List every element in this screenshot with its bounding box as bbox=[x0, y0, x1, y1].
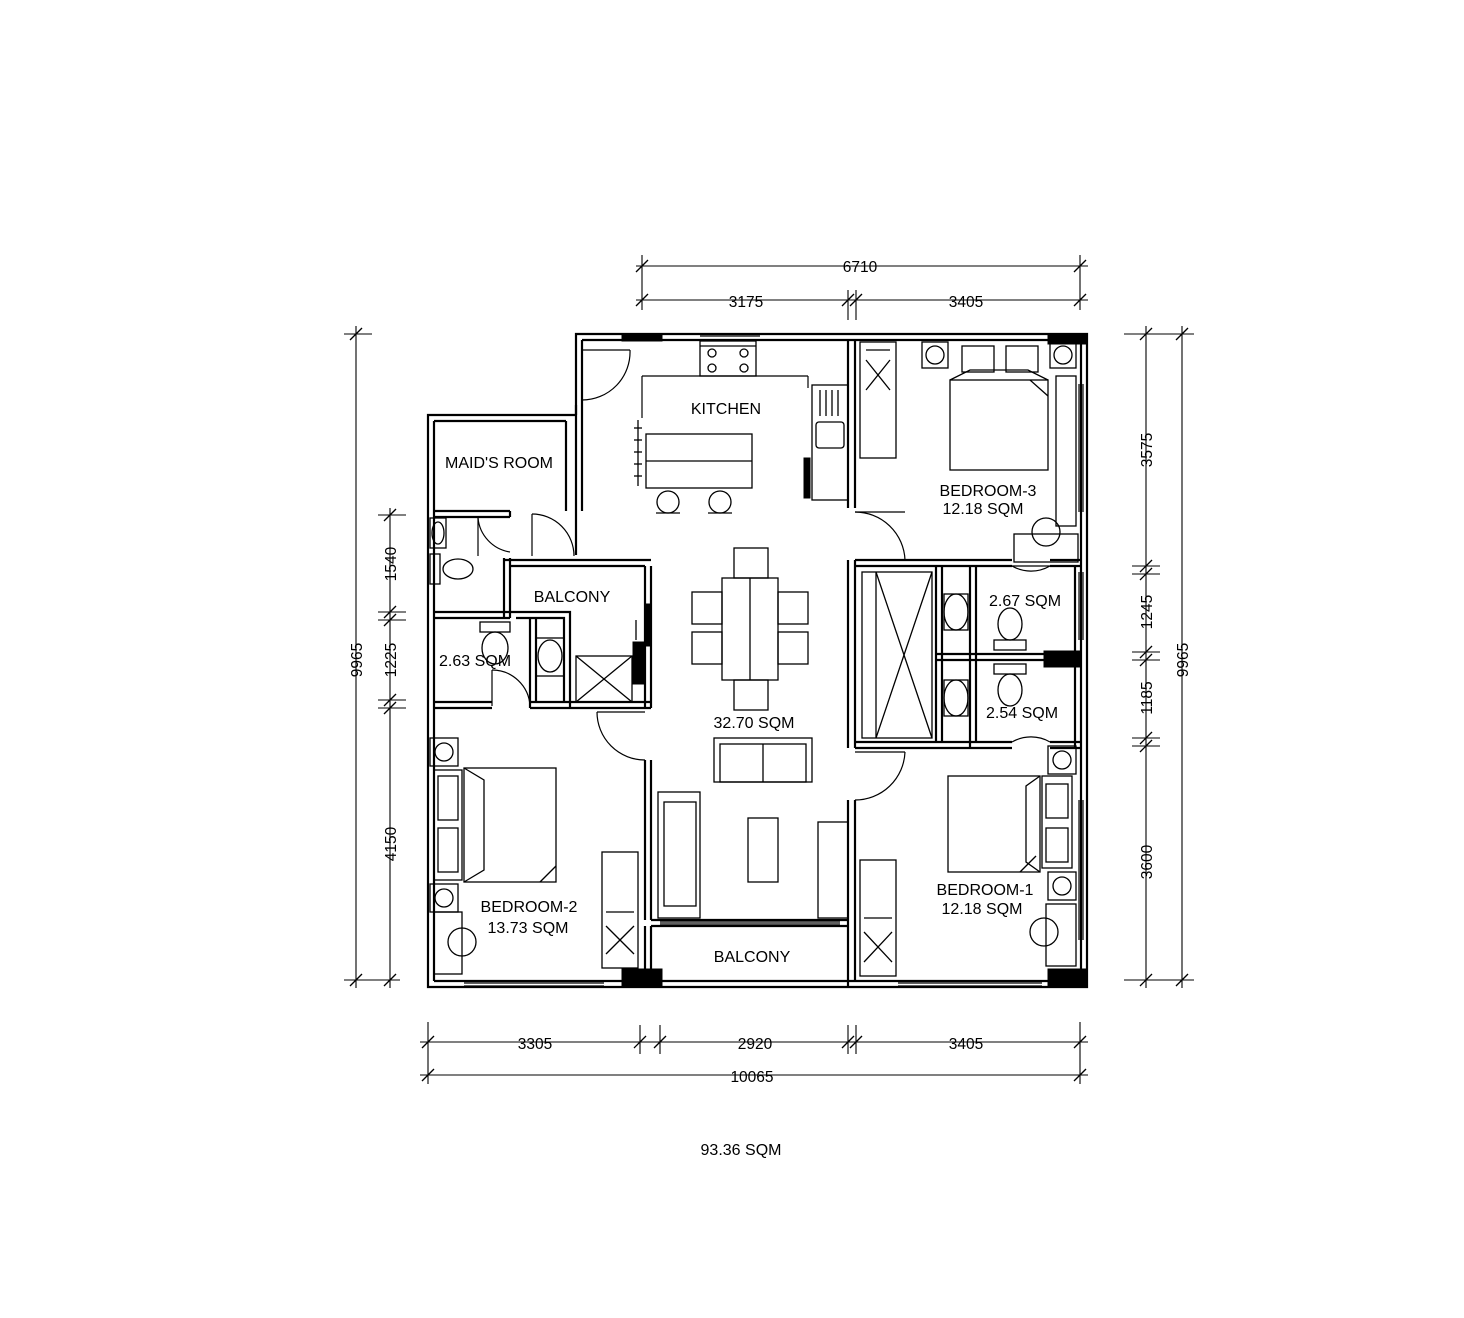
label-bedroom2-area: 13.73 SQM bbox=[488, 920, 569, 937]
label-bath-r2-area: 2.54 SQM bbox=[986, 705, 1058, 722]
dim-right-3: 1185 bbox=[1139, 681, 1156, 714]
dim-left-total: 9965 bbox=[349, 643, 366, 677]
dim-right-1: 3575 bbox=[1139, 433, 1156, 467]
dimension-top bbox=[635, 255, 1088, 320]
label-bedroom1-area: 12.18 SQM bbox=[942, 901, 1023, 918]
dim-top-total: 6710 bbox=[843, 259, 878, 276]
label-balcony-top: BALCONY bbox=[534, 589, 611, 606]
dim-right-total: 9965 bbox=[1175, 643, 1192, 677]
room-labels: KITCHEN MAID'S ROOM BALCONY 2.63 SQM 32.… bbox=[439, 401, 1061, 966]
label-bath-r1-area: 2.67 SQM bbox=[989, 593, 1061, 610]
label-bedroom3-area: 12.18 SQM bbox=[943, 501, 1024, 518]
dim-left-2: 1225 bbox=[383, 643, 400, 677]
dimension-right bbox=[1124, 326, 1194, 988]
dimension-left bbox=[344, 326, 406, 988]
label-bedroom2: BEDROOM-2 bbox=[481, 899, 578, 916]
dim-bottom-total: 10065 bbox=[730, 1069, 773, 1086]
dim-right-2: 1245 bbox=[1139, 595, 1156, 629]
dimension-labels: 6710 3175 3405 3305 2920 3405 10065 9965… bbox=[349, 259, 1192, 1086]
total-area: 93.36 SQM bbox=[701, 1142, 782, 1159]
label-kitchen: KITCHEN bbox=[691, 401, 761, 418]
dining-furniture bbox=[691, 547, 813, 783]
dim-right-4: 3600 bbox=[1139, 844, 1156, 879]
kitchen-furniture bbox=[634, 340, 897, 514]
living-furniture bbox=[657, 791, 849, 919]
bedroom1-furniture bbox=[859, 745, 1077, 977]
columns bbox=[621, 333, 1088, 988]
dim-top-left: 3175 bbox=[729, 294, 763, 311]
bathroom-fixtures bbox=[429, 517, 1027, 739]
dim-bottom-left: 3305 bbox=[518, 1036, 552, 1053]
label-living-area: 32.70 SQM bbox=[714, 715, 795, 732]
label-balcony-bottom: BALCONY bbox=[714, 949, 791, 966]
label-bedroom1: BEDROOM-1 bbox=[937, 882, 1034, 899]
bedroom3-furniture bbox=[921, 341, 1079, 563]
label-bedroom3: BEDROOM-3 bbox=[940, 483, 1037, 500]
dim-bottom-right: 3405 bbox=[949, 1036, 983, 1053]
dim-left-3: 4150 bbox=[383, 826, 400, 861]
dim-top-right: 3405 bbox=[949, 294, 983, 311]
windows bbox=[464, 335, 1084, 987]
doors bbox=[477, 349, 1051, 801]
label-maids-room: MAID'S ROOM bbox=[445, 455, 553, 472]
label-bath-left-area: 2.63 SQM bbox=[439, 653, 511, 670]
bedroom2-furniture bbox=[429, 737, 639, 975]
dim-bottom-mid: 2920 bbox=[738, 1036, 773, 1053]
dimension-bottom bbox=[420, 1022, 1088, 1084]
dim-left-1: 1540 bbox=[383, 546, 400, 581]
